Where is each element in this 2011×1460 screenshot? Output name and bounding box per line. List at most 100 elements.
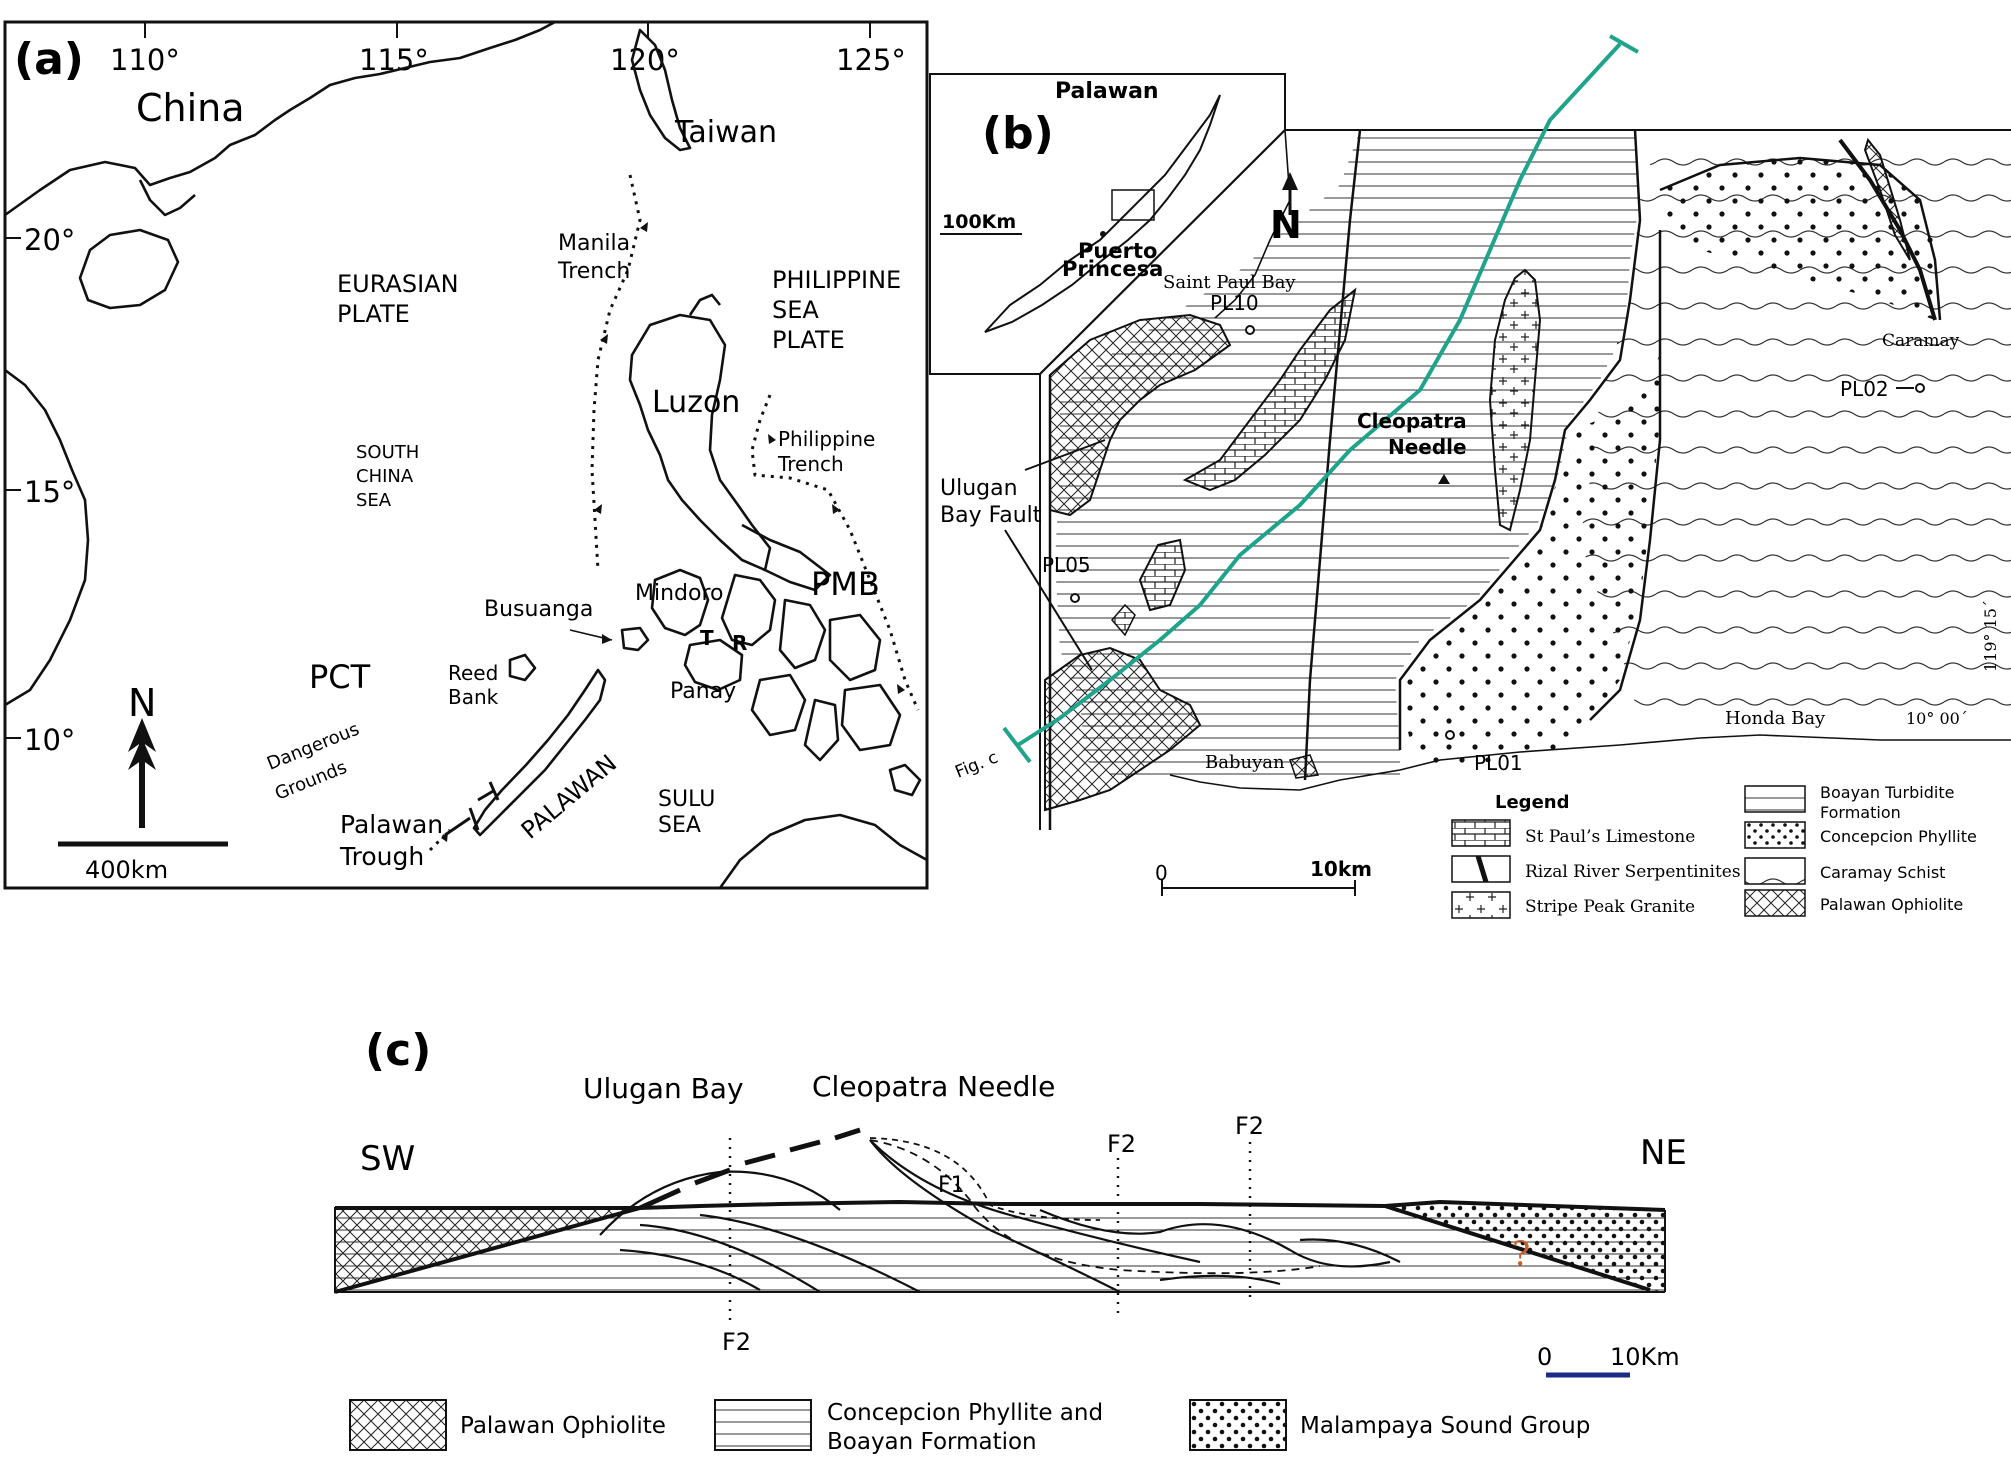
geology-units bbox=[1044, 130, 2011, 812]
label-pl01: PL01 bbox=[1474, 751, 1523, 775]
legend-limestone: St Paul’s Limestone bbox=[1525, 827, 1695, 847]
legend-granite: Stripe Peak Granite bbox=[1525, 897, 1695, 917]
legend-swatch-concepcion bbox=[1744, 821, 1806, 849]
legend-c-swatch-ophiolite bbox=[349, 1399, 447, 1451]
inset-palawan-island bbox=[984, 94, 1221, 333]
label-philippine-sea-2: SEA bbox=[772, 296, 819, 324]
legend-swatch-granite bbox=[1451, 891, 1511, 919]
legend-swatch-caramay bbox=[1744, 857, 1806, 885]
label-taiwan: Taiwan bbox=[674, 115, 777, 150]
label-reed-bank-2: Bank bbox=[448, 685, 499, 709]
label-panay: Panay bbox=[670, 679, 736, 704]
label-f1: F1 bbox=[938, 1173, 965, 1198]
label-luzon: Luzon bbox=[652, 385, 740, 420]
legend-serpentinite: Rizal River Serpentinites bbox=[1525, 862, 1741, 882]
label-philippine-trench-1: Philippine bbox=[778, 427, 875, 451]
legend-c-swatch-concepcion bbox=[714, 1399, 812, 1451]
label-busuanga: Busuanga bbox=[484, 597, 593, 622]
sample-pl01 bbox=[1445, 730, 1455, 740]
longitude-ticks bbox=[144, 22, 871, 38]
label-ulugan-2: Bay Fault bbox=[940, 503, 1042, 528]
label-manila-trench-2: Trench bbox=[557, 259, 630, 284]
legend-b-title: Legend bbox=[1495, 792, 1569, 813]
label-philippine-trench-2: Trench bbox=[777, 452, 844, 476]
panel-b-label: (b) bbox=[982, 108, 1054, 159]
legend-b: Legend St Paul’s Limestone Rizal River S… bbox=[1451, 783, 1977, 919]
label-ne: NE bbox=[1640, 1133, 1687, 1173]
inset-princesa: Princesa bbox=[1062, 257, 1163, 281]
label-pmb: PMB bbox=[811, 565, 880, 603]
legend-c-swatch-malampaya bbox=[1189, 1399, 1287, 1451]
legend-c-malampaya: Malampaya Sound Group bbox=[1300, 1413, 1590, 1439]
label-caramay: Caramay bbox=[1882, 331, 1960, 351]
scale-label-a: 400km bbox=[85, 856, 168, 884]
label-mindoro: Mindoro bbox=[635, 581, 723, 606]
legend-concepcion: Concepcion Phyllite bbox=[1820, 827, 1977, 846]
label-question-mark: ? bbox=[1512, 1234, 1530, 1274]
label-honda-bay: Honda Bay bbox=[1725, 708, 1826, 729]
legend-c-ophiolite: Palawan Ophiolite bbox=[460, 1413, 666, 1439]
serpentinite-sliver-icon bbox=[1475, 855, 1489, 883]
panel-b-local-map: (b) Palawan 100Km Puerto Princesa bbox=[929, 34, 2011, 919]
scale-b-ten: 10km bbox=[1310, 857, 1372, 881]
ulugan-pointer-1 bbox=[1024, 439, 1106, 471]
panel-c-label: (c) bbox=[365, 1025, 431, 1076]
inset-locator-box bbox=[1111, 189, 1155, 221]
legend-caramay: Caramay Schist bbox=[1820, 863, 1945, 882]
latitude-20: 20° bbox=[24, 223, 75, 257]
label-south-china-sea-3: SEA bbox=[356, 490, 392, 511]
label-t: T bbox=[700, 626, 714, 650]
label-manila-trench-1: Manila bbox=[558, 231, 630, 256]
panel-c-cross-section: (c) Ulugan Bay Cleopatra Needle SW NE bbox=[334, 1025, 1687, 1455]
scale-c-zero: 0 bbox=[1537, 1343, 1552, 1371]
ulugan-pointer-2 bbox=[1004, 529, 1093, 671]
trench-teeth bbox=[441, 222, 905, 842]
sample-pl05 bbox=[1070, 593, 1080, 603]
label-pl02: PL02 bbox=[1840, 377, 1889, 401]
malampaya-basal-contact bbox=[1384, 1204, 1651, 1292]
legend-c-concepcion-1: Concepcion Phyllite and bbox=[827, 1400, 1103, 1426]
legend-boayan-2: Formation bbox=[1820, 803, 1901, 822]
legend-swatch-limestone bbox=[1451, 819, 1511, 847]
puerto-princesa-marker bbox=[1100, 231, 1106, 237]
label-pct: PCT bbox=[309, 658, 371, 696]
label-sw: SW bbox=[360, 1139, 415, 1179]
label-f2-a: F2 bbox=[722, 1328, 751, 1356]
label-fig-c: Fig. c bbox=[952, 748, 1000, 783]
panel-a-label: (a) bbox=[14, 34, 84, 85]
label-saint-paul-bay: Saint Paul Bay bbox=[1163, 272, 1296, 293]
inset-puerto: Puerto bbox=[1078, 239, 1157, 263]
section-malampaya-wedge bbox=[1385, 1202, 1665, 1292]
label-china: China bbox=[136, 86, 245, 130]
label-cleopatra-1: Cleopatra bbox=[1357, 409, 1467, 433]
legend-boayan-1: Boayan Turbidite bbox=[1820, 783, 1954, 802]
label-cleopatra-needle-c: Cleopatra Needle bbox=[812, 1070, 1055, 1103]
longitude-110: 110° bbox=[110, 43, 180, 77]
label-eurasian-2: PLATE bbox=[337, 300, 410, 328]
label-lon-119-15: 119° 15´ bbox=[1981, 600, 2000, 672]
cleopatra-peak-marker bbox=[1438, 474, 1450, 484]
legend-swatch-boayan bbox=[1744, 785, 1806, 813]
label-reed-bank-1: Reed bbox=[448, 661, 498, 685]
panel-a-regional-map: (a) 110° 115° 120° 125° 20° 15° 10° bbox=[3, 20, 929, 890]
label-sulu-1: SULU bbox=[658, 787, 715, 812]
scale-c-ten: 10Km bbox=[1610, 1343, 1680, 1371]
label-r: R bbox=[732, 631, 747, 655]
scale-b-zero: 0 bbox=[1155, 861, 1168, 885]
label-eurasian-1: EURASIAN bbox=[337, 270, 459, 298]
label-f2-c: F2 bbox=[1235, 1112, 1264, 1140]
label-babuyan: Babuyan bbox=[1205, 752, 1285, 773]
label-ulugan-1: Ulugan bbox=[940, 476, 1018, 501]
latitude-15: 15° bbox=[24, 475, 75, 509]
busuanga-arrowhead bbox=[602, 634, 612, 644]
coastlines bbox=[4, 20, 928, 889]
label-palawan-trough-2: Trough bbox=[339, 842, 424, 871]
label-pl10: PL10 bbox=[1210, 291, 1259, 315]
legend-swatch-ophiolite bbox=[1744, 889, 1806, 917]
sample-pl02 bbox=[1915, 383, 1925, 393]
label-pl05: PL05 bbox=[1042, 553, 1091, 577]
legend-ophiolite: Palawan Ophiolite bbox=[1820, 895, 1963, 914]
label-f2-b: F2 bbox=[1107, 1130, 1136, 1158]
label-ulugan-bay-c: Ulugan Bay bbox=[583, 1072, 744, 1105]
